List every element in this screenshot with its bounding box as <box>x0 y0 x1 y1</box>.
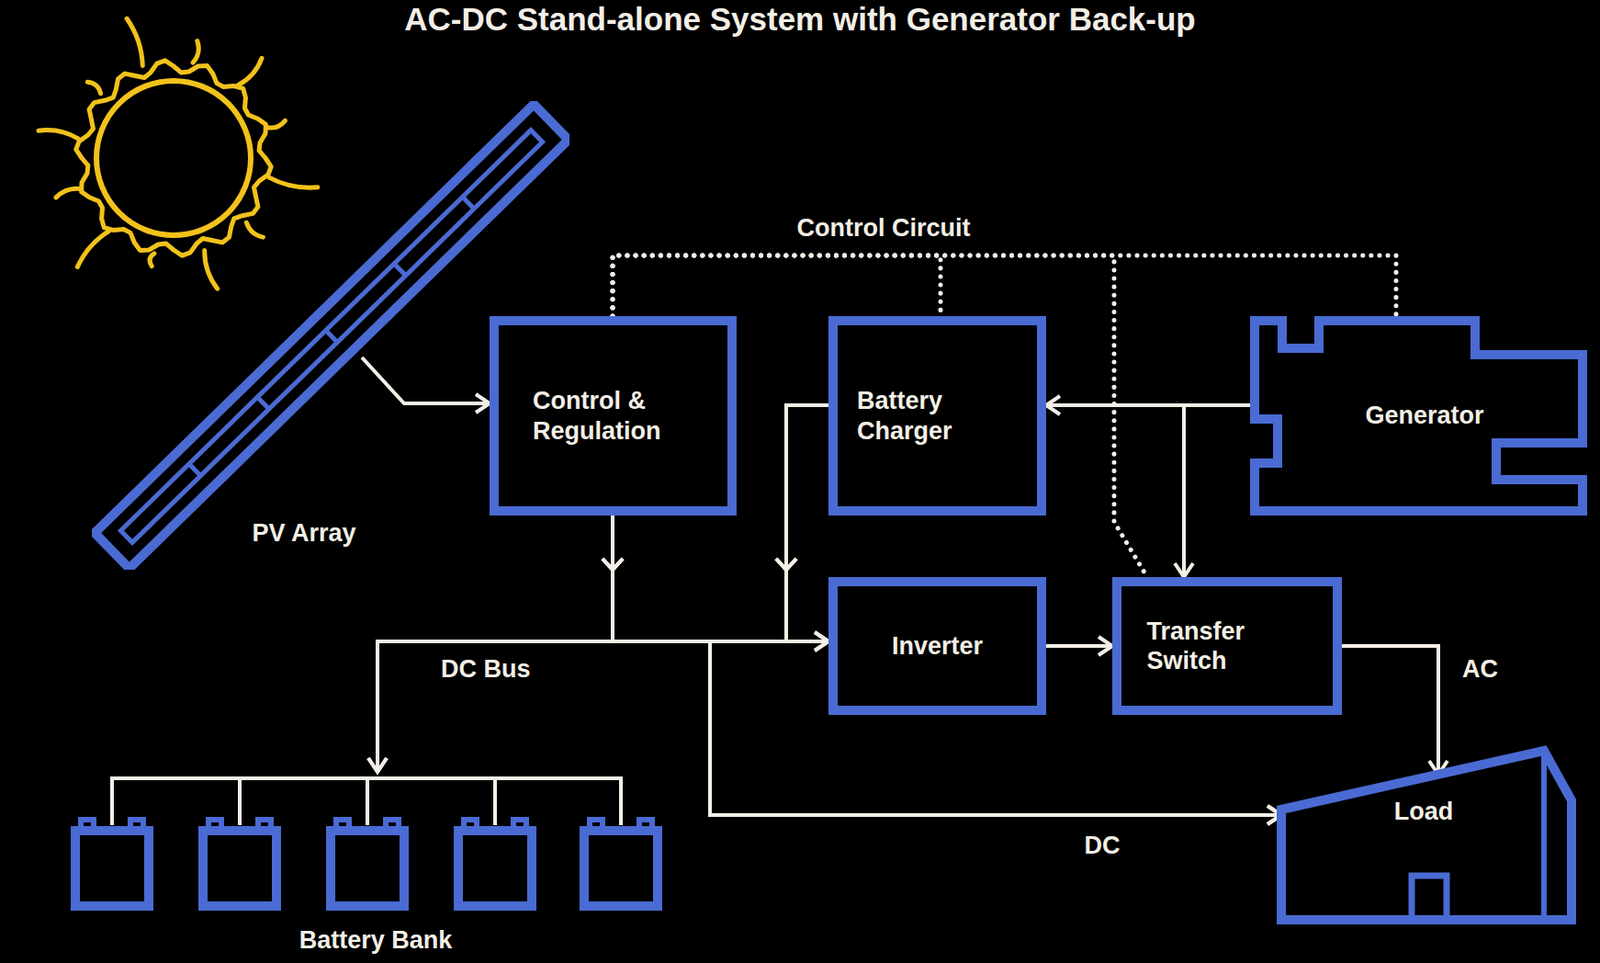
connector-line <box>1341 645 1439 775</box>
node-label: PV Array <box>249 518 358 547</box>
node-label: Load <box>1392 797 1456 825</box>
title-bar: AC-DC Stand-alone System with Generator … <box>0 0 1600 39</box>
battery-lead <box>619 777 623 825</box>
house-door <box>1411 875 1447 920</box>
inverter-box: Inverter <box>828 576 1047 715</box>
battery-terminal <box>208 819 222 829</box>
house-outline <box>1275 744 1578 924</box>
battery-body <box>584 830 658 906</box>
label-anchor: PV Array <box>249 518 358 548</box>
edge-label-anchor: DC <box>1082 830 1123 860</box>
transfer-switch-box: Transfer Switch <box>1112 576 1342 715</box>
label-anchor: Load <box>1392 796 1456 826</box>
battery-lead <box>365 777 370 825</box>
battery-terminal <box>80 819 94 829</box>
box-label: Transfer Switch <box>1145 616 1310 677</box>
node-label: Battery Bank <box>297 925 455 954</box>
sun-rays <box>38 18 318 289</box>
connector-line <box>612 515 829 642</box>
box-label: Control & Regulation <box>530 385 696 446</box>
battery-body <box>458 830 532 906</box>
cell-divider <box>394 263 406 276</box>
control-box: Control & Regulation <box>489 315 737 516</box>
control-wire <box>612 255 941 316</box>
diagram-title: AC-DC Stand-alone System with Generator … <box>402 0 1198 39</box>
label-anchor: DC Bus <box>439 653 533 684</box>
battery-lead <box>237 777 242 825</box>
connector-line <box>361 357 490 404</box>
house-corner <box>1541 750 1547 920</box>
battery-body <box>202 830 277 906</box>
node-label: Generator <box>1363 401 1486 429</box>
edge-label-anchor: AC <box>1460 653 1500 684</box>
label-anchor: Generator <box>1363 400 1486 430</box>
diagram-label: Control Circuit <box>795 214 973 242</box>
battery-terminal <box>639 819 653 829</box>
cell-divider <box>189 463 202 476</box>
cell-divider <box>257 396 270 409</box>
connector-line <box>1183 405 1251 577</box>
power-connector <box>602 515 829 642</box>
edge-label: AC <box>1460 654 1500 683</box>
connector-line <box>377 515 613 772</box>
flow-chevron <box>602 558 623 570</box>
box-label: Battery Charger <box>855 385 1020 446</box>
battery-lead <box>110 777 114 825</box>
control-wire <box>612 255 1397 321</box>
sun-disc <box>96 80 251 236</box>
battery-terminal <box>513 819 527 829</box>
generator: Generator <box>1250 315 1588 516</box>
power-connector <box>1183 405 1251 577</box>
house-outline <box>1281 750 1572 920</box>
battery-terminal <box>130 819 144 829</box>
label-anchor: Battery Bank <box>297 924 455 955</box>
panel-cells <box>120 130 542 543</box>
connector-line <box>612 255 941 316</box>
label-anchor: Control Circuit <box>795 213 973 243</box>
diagram-label: DC Bus <box>439 654 533 683</box>
power-connector <box>1046 645 1113 647</box>
battery-terminal <box>589 819 603 829</box>
battery-body <box>330 830 405 906</box>
edge-label: DC <box>1082 831 1123 859</box>
cell-divider <box>326 330 339 343</box>
cell-divider <box>462 196 475 209</box>
battery-terminal <box>258 819 271 829</box>
power-connector <box>776 405 829 642</box>
generator-outline <box>1254 320 1583 511</box>
battery-lead <box>493 777 497 825</box>
battery-terminal <box>385 819 399 829</box>
connector-line <box>786 405 829 642</box>
power-connector <box>361 357 490 404</box>
power-connector <box>1341 645 1439 775</box>
power-connector <box>377 515 623 772</box>
connector-line <box>612 255 1397 321</box>
battery-terminal <box>336 819 350 829</box>
charger-box: Battery Charger <box>828 315 1047 516</box>
battery-body <box>75 830 149 906</box>
flow-chevron <box>776 558 797 570</box>
battery-terminal <box>463 819 477 829</box>
connector-line <box>1046 643 1113 648</box>
load-house: Load <box>1275 744 1578 924</box>
box-label: Inverter <box>890 630 985 661</box>
battery-bank: Battery Bank <box>64 771 671 956</box>
